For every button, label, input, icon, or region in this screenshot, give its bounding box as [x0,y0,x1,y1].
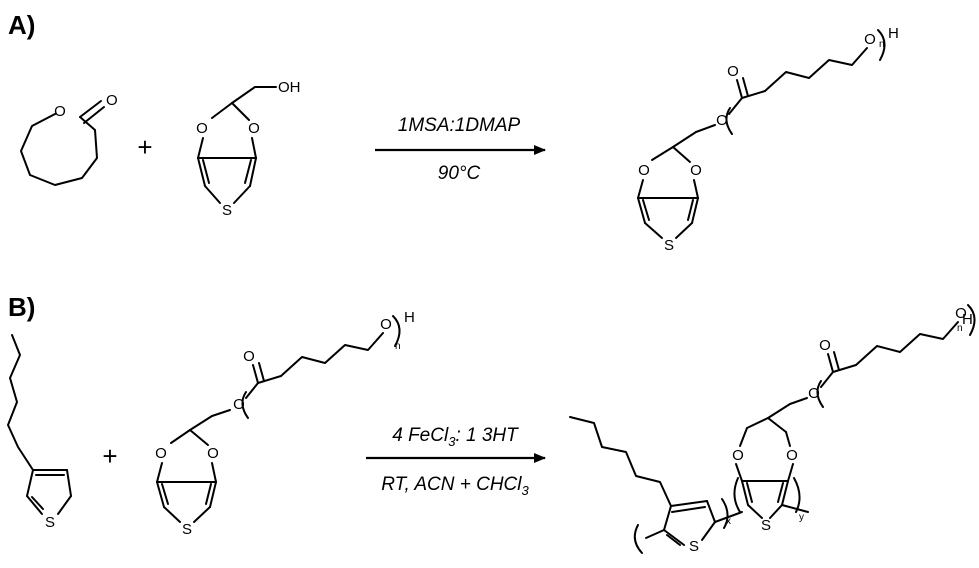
condition-oxidant-ratio-text: 4 FeCl3: 1 3HT [392,425,519,449]
edot-pcl-reactant-b: O O S O O O n H [155,309,415,538]
panel-b: B) S + [7,292,976,555]
left-ether-oxygen-atom: O [196,120,208,137]
ring-oxygen-atom: O [54,103,66,120]
condition-solvent-text: RT, ACN + CHCl3 [381,474,529,498]
product-b-terminal-oxygen-atom: O [955,305,967,322]
product-b-carbonyl-oxygen-atom: O [819,337,831,354]
hexylthiophene-sulfur-atom: S [45,514,55,531]
reactant-b-carbonyl-oxygen-atom: O [243,348,255,365]
condition-catalyst-text: 1MSA:1DMAP [398,115,521,136]
reactant-b-ester-oxygen-atom: O [233,396,245,413]
reaction-arrow-a: 1MSA:1DMAP 90°C [375,115,546,184]
reactant-b-terminal-hydrogen: H [404,309,415,326]
hydroxyl-group-label: OH [278,79,301,96]
reactant-b-sulfur-atom: S [182,521,192,538]
panel-b-label: B) [8,292,35,322]
reactant-b-repeat-index-n: n [395,341,401,352]
product-b-ether-oxygen-left: O [732,447,744,464]
condition-temperature-text: 90°C [438,163,481,184]
product-b-repeat-index-x: x [726,516,731,527]
product-a-carbonyl-oxygen-atom: O [727,63,739,80]
product-a-terminal-oxygen-atom: O [864,31,876,48]
thiophene-sulfur-atom: S [222,202,232,219]
reactant-b-terminal-oxygen-atom: O [380,316,392,333]
panel-a-label: A) [8,10,35,40]
reactant-b-ether-oxygen-right: O [207,445,219,462]
carbonyl-oxygen-atom: O [106,92,118,109]
reaction-arrow-b: 4 FeCl3: 1 3HT RT, ACN + CHCl3 [366,425,546,498]
plus-sign-a: + [137,132,152,162]
product-a-ether-oxygen-right: O [690,162,702,179]
product-a-terminal-hydrogen: H [888,25,899,42]
reactant-b-ether-oxygen-left: O [155,445,167,462]
edot-pcl-product-a: O O S O O O n H [637,25,899,254]
product-b-repeat-index-y: y [799,512,804,523]
product-b-ether-oxygen-right: O [786,447,798,464]
product-a-repeat-index-n: n [879,39,885,50]
caprolactone-molecule: O O [20,92,118,186]
plus-sign-b: + [102,441,117,471]
product-b-terminal-hydrogen: H [962,311,973,328]
edot-oh-molecule: O O S OH [196,79,300,219]
3-hexylthiophene-molecule: S [7,334,72,531]
product-a-ester-oxygen-atom: O [716,112,728,129]
right-ether-oxygen-atom: O [248,120,260,137]
product-b-3ht-sulfur-atom: S [689,538,699,555]
product-b-repeat-index-n: n [957,323,963,334]
product-b-ester-oxygen-atom: O [808,385,820,402]
product-b-edot-sulfur-atom: S [761,517,771,534]
panel-a: A) O O + O O S OH [8,10,899,254]
copolymer-product-b: S x S y [569,304,976,555]
product-a-ether-oxygen-left: O [638,162,650,179]
product-a-sulfur-atom: S [664,237,674,254]
